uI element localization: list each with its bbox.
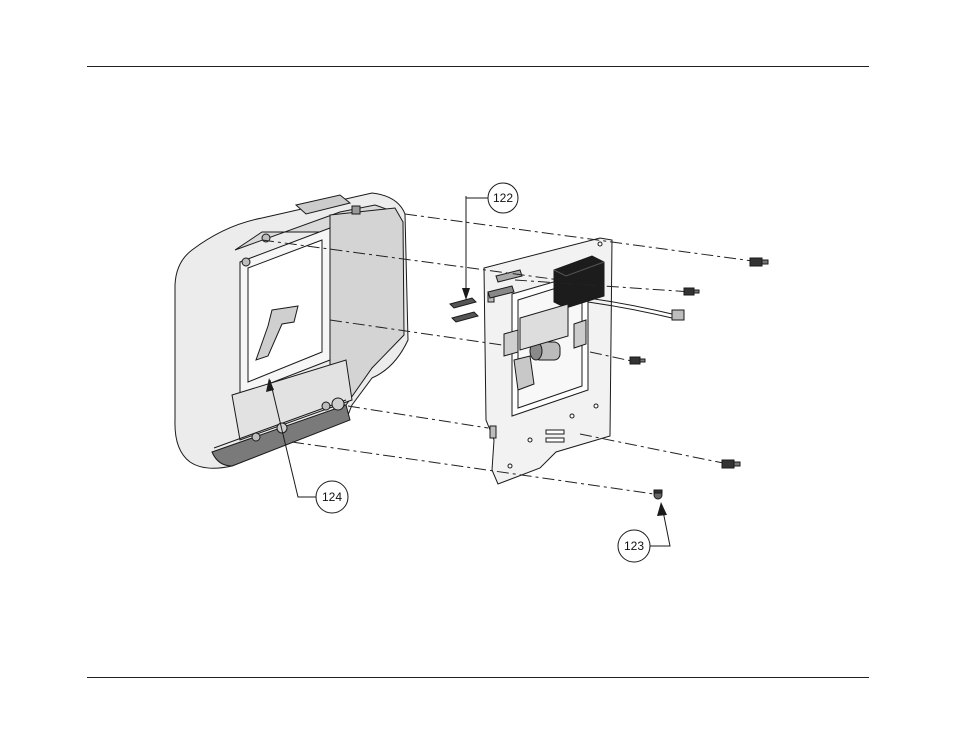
screws [630,258,768,499]
callout-124-label: 124 [322,490,342,504]
housing-cover [175,193,408,468]
screw-upper [684,288,699,295]
screw-part-123 [654,490,662,499]
callout-123-label: 123 [624,539,644,553]
callout-122-label: 122 [493,191,513,205]
screw-middle [630,357,645,364]
callout-123: 123 [618,502,670,562]
screw-lower-right [722,460,740,468]
screw-top-right [750,258,768,266]
